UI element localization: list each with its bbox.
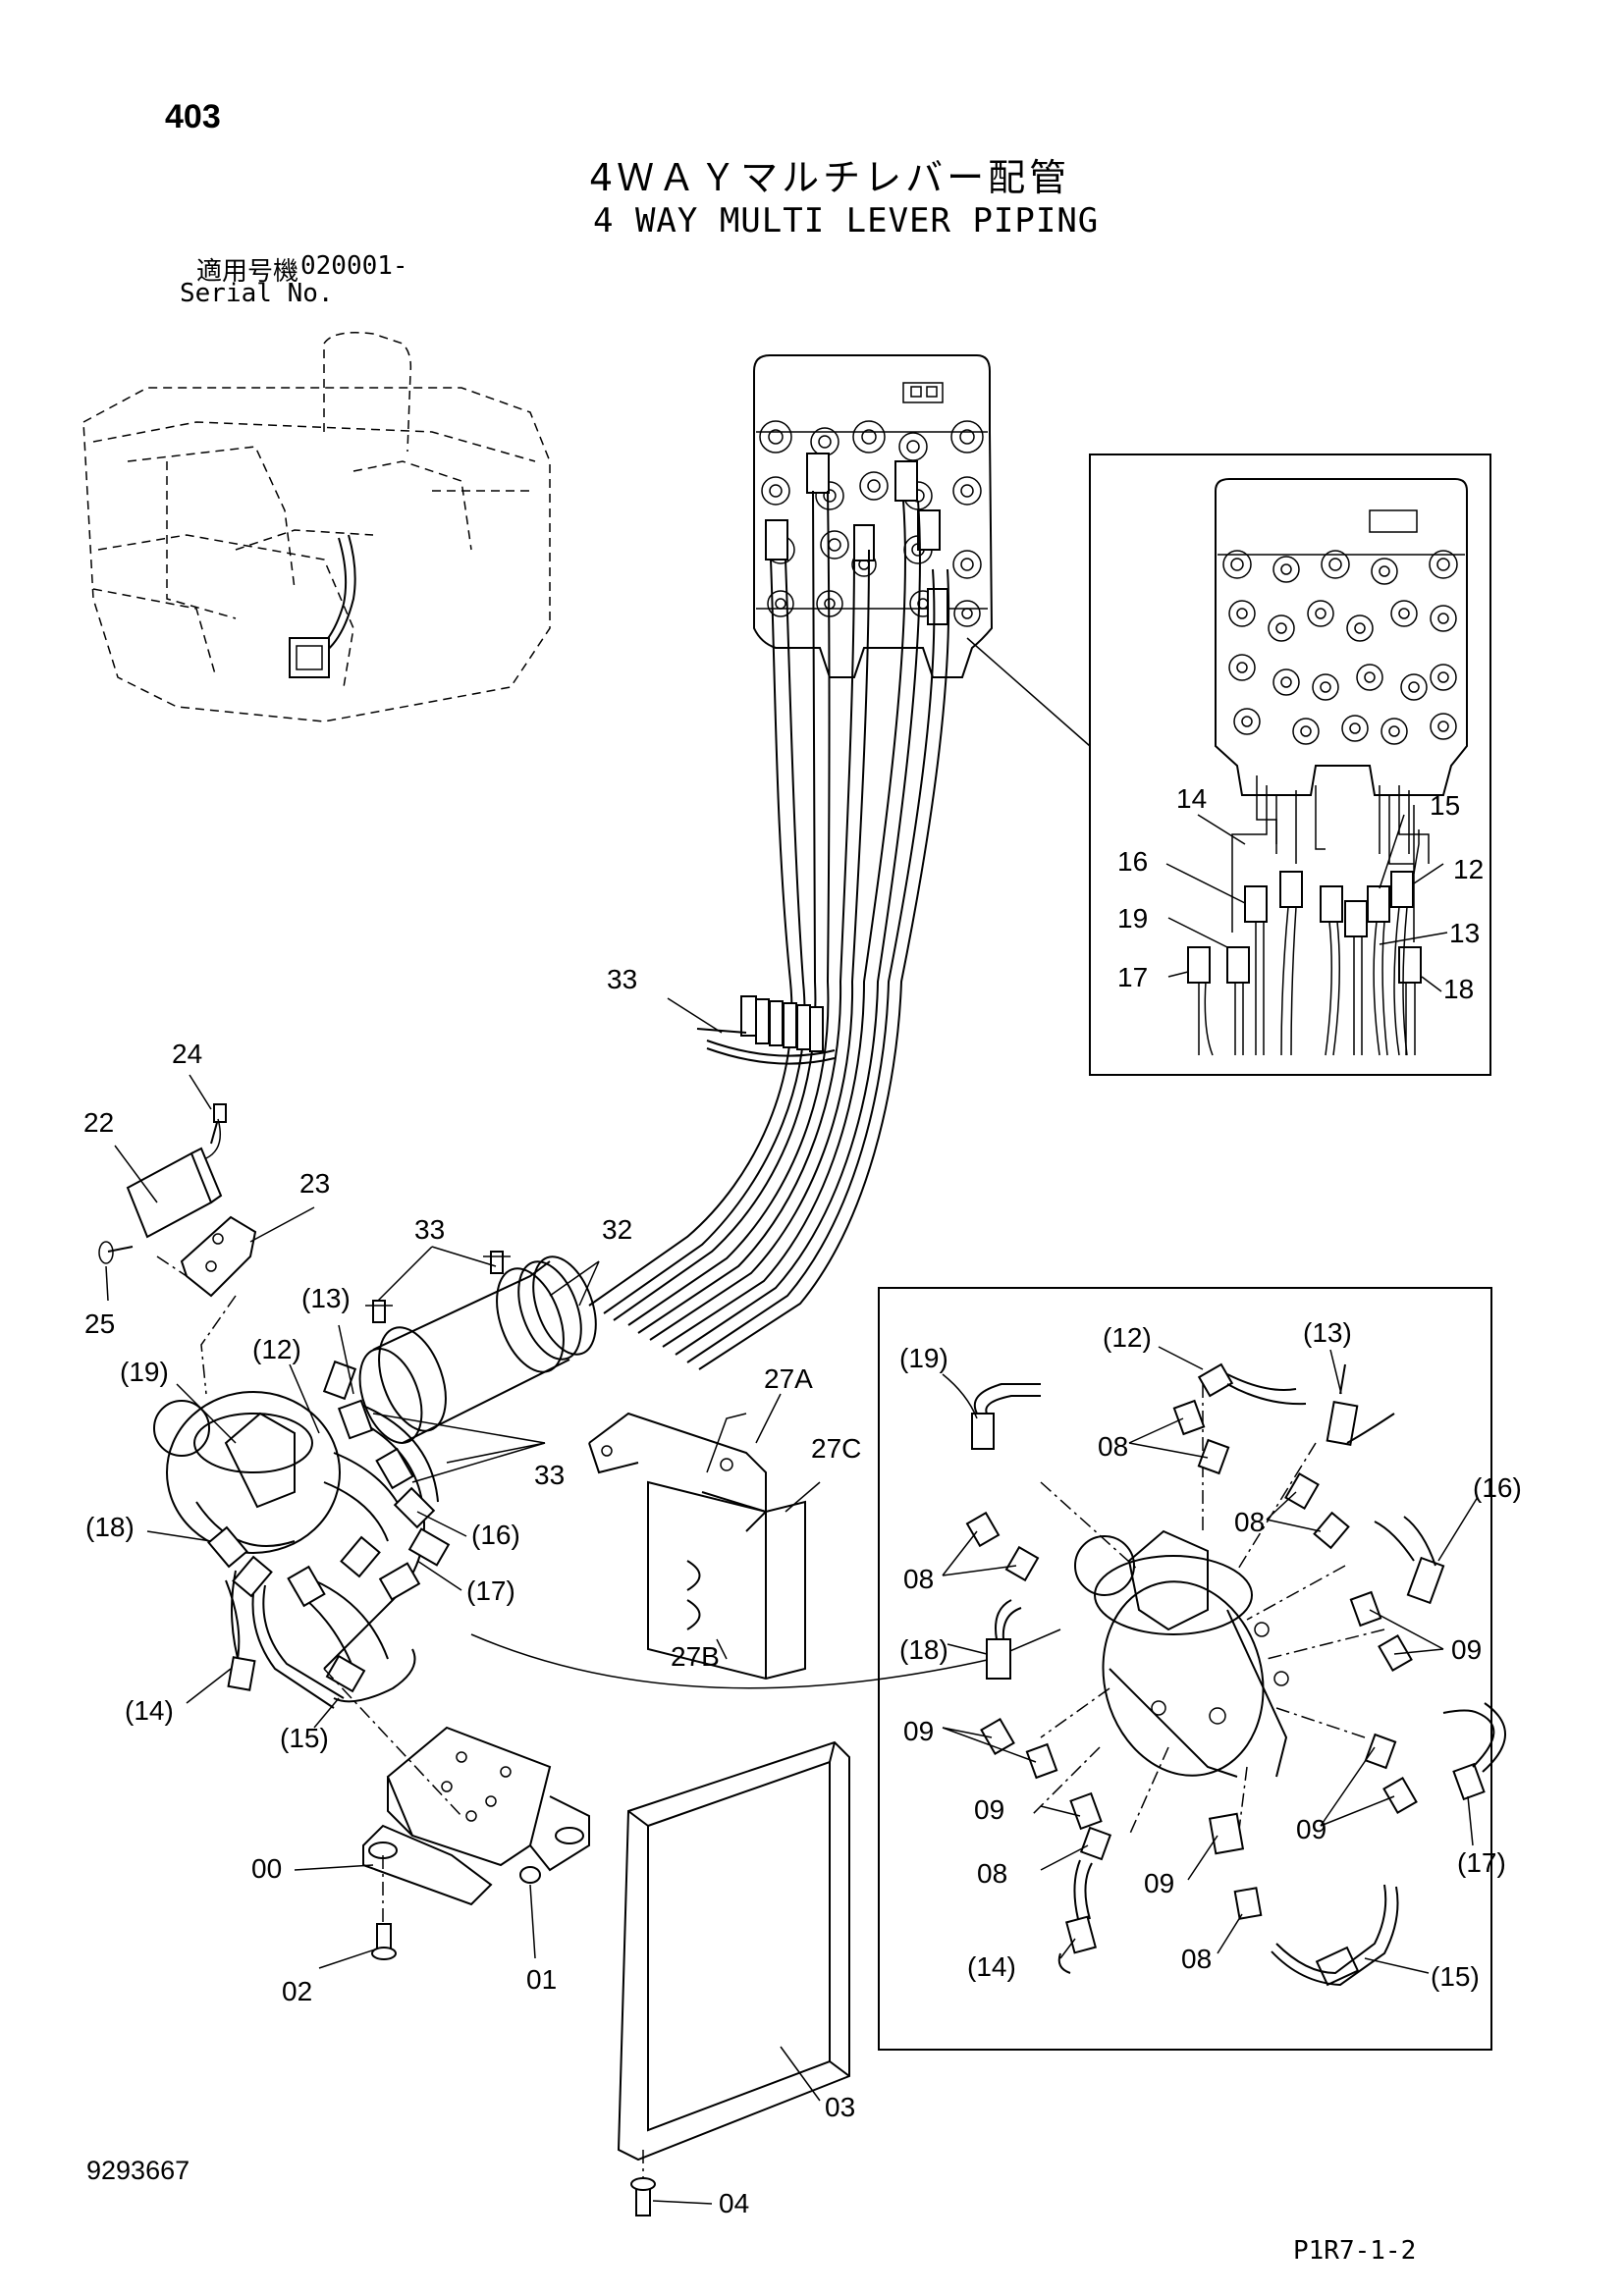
callout-08-swivel-e: 08 (1181, 1944, 1212, 1974)
valve-inset-callouts: 14 15 16 12 19 13 17 18 (1117, 783, 1484, 1004)
callout-17-main: (17) (466, 1575, 515, 1606)
callout-14-swivel: (14) (967, 1951, 1016, 1982)
page-title-japanese: 4ＷＡＹマルチレバー配管 (589, 156, 1071, 199)
pilot-valve-block (753, 354, 994, 678)
page-code: P1R7-1-2 (1293, 2236, 1417, 2266)
callout-13-swivel: (13) (1303, 1317, 1352, 1348)
callout-01: 01 (526, 1964, 557, 1995)
valve-port-inset (966, 454, 1491, 1076)
callout-19-valve: 19 (1117, 903, 1148, 934)
callout-16-swivel: (16) (1473, 1472, 1522, 1503)
callout-17-valve: 17 (1117, 962, 1148, 992)
serial-label-japanese: 適用号機 (196, 257, 299, 287)
callout-13-main: (13) (301, 1283, 351, 1313)
callout-27B: 27B (671, 1641, 720, 1672)
callout-09-swivel-d: 09 (974, 1794, 1004, 1825)
callout-33-top: 33 (607, 964, 637, 994)
callout-14-main: (14) (125, 1695, 174, 1726)
swivel-fitting-inset (470, 1287, 1506, 2051)
callout-19-main: (19) (120, 1357, 169, 1387)
callout-08-swivel-d: 08 (977, 1858, 1007, 1889)
callout-02: 02 (282, 1976, 312, 2006)
swivel-joint-cluster (153, 1360, 451, 1709)
callout-18-main: (18) (85, 1512, 135, 1542)
serial-label-english: Serial No. (180, 279, 334, 308)
cab-overview-sketch (82, 332, 551, 722)
main-callouts: 33 24 22 23 25 33 32 (13) (19) (12) 27A … (83, 964, 861, 2218)
callout-03: 03 (825, 2092, 855, 2122)
mounting-bracket-00 (323, 1668, 590, 1960)
swivel-inset-callouts: (19) (12) (13) 08 08 (16) 08 (18) 09 09 … (899, 1317, 1522, 1992)
callout-33-bottom: 33 (534, 1460, 565, 1490)
callout-08-swivel-c: 08 (903, 1564, 934, 1594)
callout-16-main: (16) (471, 1520, 520, 1550)
callout-19-swivel: (19) (899, 1343, 948, 1373)
callout-15-valve: 15 (1430, 790, 1460, 821)
callout-23: 23 (299, 1168, 330, 1199)
hose-sleeve (358, 1251, 597, 1444)
callout-33-sleeve: 33 (414, 1214, 445, 1245)
callout-25: 25 (84, 1308, 115, 1339)
callout-15-swivel: (15) (1431, 1961, 1480, 1992)
page-title-english: 4 WAY MULTI LEVER PIPING (593, 201, 1100, 240)
callout-08-swivel-a: 08 (1098, 1431, 1128, 1462)
callout-17-swivel: (17) (1457, 1847, 1506, 1878)
callout-32: 32 (602, 1214, 632, 1245)
document-number: 9293667 (86, 2156, 190, 2185)
callout-24: 24 (172, 1039, 202, 1069)
callout-15-main: (15) (280, 1723, 329, 1753)
callout-12-valve: 12 (1453, 854, 1484, 884)
serial-number: 020001- (300, 251, 408, 281)
switch-bracket-assembly (98, 1103, 257, 1395)
callout-09-swivel-b: 09 (903, 1716, 934, 1746)
callout-09-swivel-c: 09 (1296, 1814, 1326, 1844)
callout-14-valve: 14 (1176, 783, 1207, 814)
page-number: 403 (165, 98, 221, 135)
callout-08-swivel-b: 08 (1234, 1507, 1265, 1537)
callout-13-valve: 13 (1449, 918, 1480, 948)
callout-09-swivel-a: 09 (1451, 1634, 1482, 1665)
callout-22: 22 (83, 1107, 114, 1138)
callout-04: 04 (719, 2188, 749, 2218)
bracket-27 (588, 1412, 806, 1681)
callout-16-valve: 16 (1117, 846, 1148, 877)
callout-00: 00 (251, 1853, 282, 1884)
cover-03 (617, 1740, 850, 2216)
callout-18-swivel: (18) (899, 1634, 948, 1665)
callout-27A: 27A (764, 1363, 813, 1394)
callout-09-swivel-e: 09 (1144, 1868, 1174, 1898)
callout-27C: 27C (811, 1433, 861, 1464)
leader-lines (105, 997, 821, 2205)
hose-bundle (588, 490, 950, 1370)
callout-18-valve: 18 (1443, 974, 1474, 1004)
callout-12-swivel: (12) (1103, 1322, 1152, 1353)
callout-12-main: (12) (252, 1334, 301, 1364)
